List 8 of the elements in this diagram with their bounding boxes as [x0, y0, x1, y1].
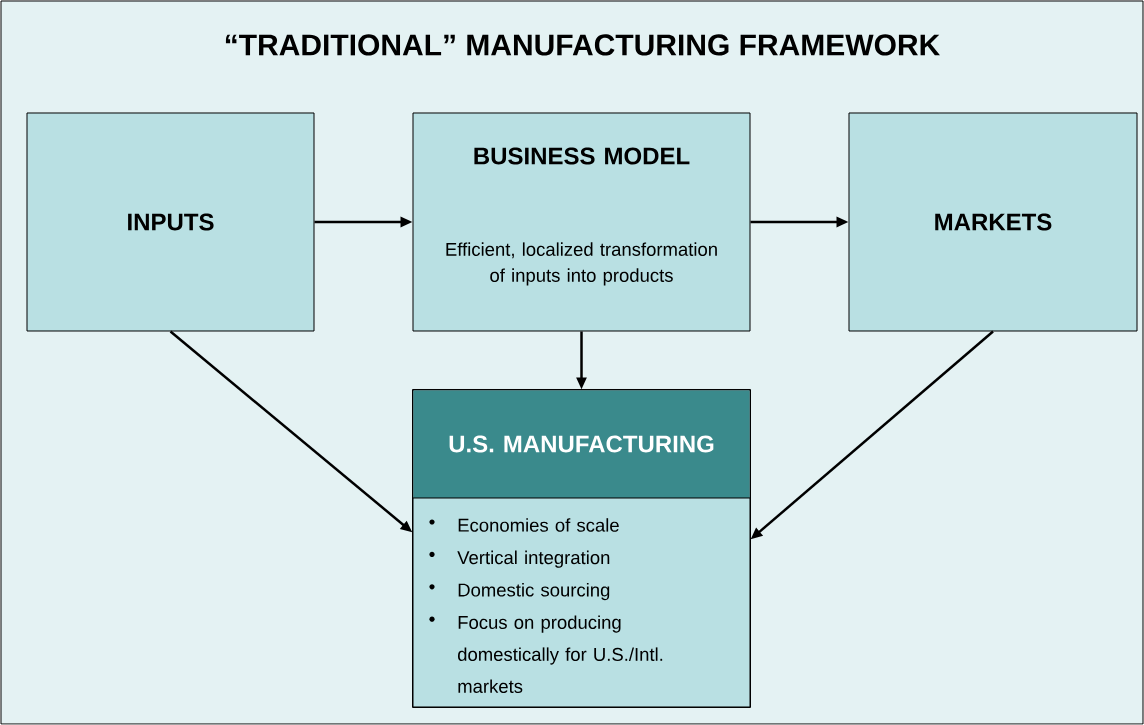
- bullet-item: Vertical integration: [457, 550, 610, 568]
- bullet-item: Focus on producing domestically for U.S./Intl. markets: [458, 615, 663, 693]
- bullet-item: Domestic sourcing: [458, 583, 610, 601]
- bullet-item: Economies of scale: [458, 518, 619, 532]
- process-box: MARKETS: [848, 112, 1138, 332]
- title: “TRADITIONAL” MANUFACTURING FRAMEWORK: [225, 34, 940, 56]
- process-box: BUSINESS MODEL Efficient, localized transformation of inputs into products: [412, 112, 751, 332]
- process-box: INPUTS: [26, 112, 315, 332]
